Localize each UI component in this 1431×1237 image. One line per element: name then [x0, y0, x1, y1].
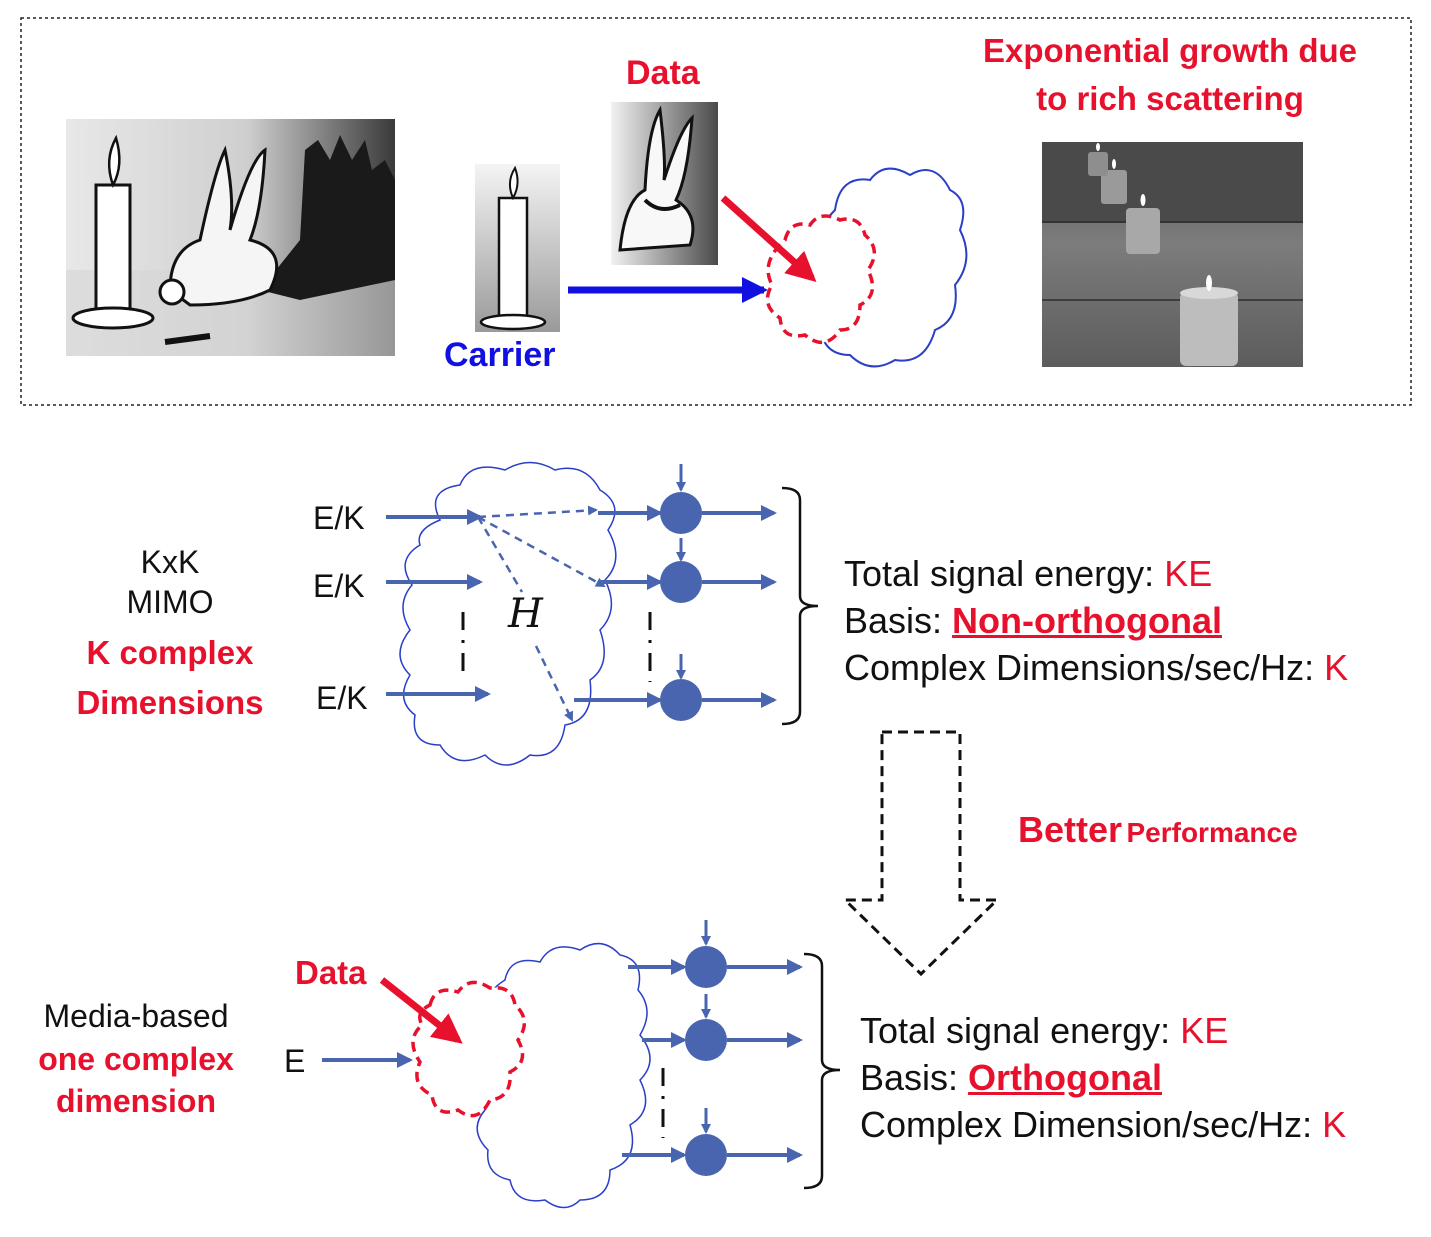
mimo-input-label: E/K [313, 500, 365, 536]
mimo-dims-rate-label: Complex Dimensions/sec/Hz: [844, 647, 1325, 688]
performance-word: Performance [1126, 817, 1298, 848]
media-receiver [628, 920, 803, 988]
media-basis-label: Basis: [860, 1057, 969, 1098]
mimo-dims-rate-line: Complex Dimensions/sec/Hz: K [844, 650, 1348, 686]
media-receiver [622, 1108, 803, 1176]
mimo-input-label: E/K [313, 568, 365, 604]
media-energy-line: Total signal energy: KE [860, 1013, 1228, 1049]
mimo-label-line1: KxK [140, 544, 200, 580]
media-dims-line2: dimension [55, 1083, 216, 1119]
top-panel-border [20, 17, 1412, 406]
rabbit-hand-image [611, 102, 718, 265]
mimo-basis-value: Non-orthogonal [952, 600, 1222, 641]
mimo-basis-line: Basis: Non-orthogonal [844, 603, 1222, 639]
mimo-dims-line2: Dimensions [76, 684, 264, 721]
media-dims-rate-line: Complex Dimension/sec/Hz: K [860, 1107, 1346, 1143]
scatter-caption-line2: to rich scattering [1036, 80, 1304, 117]
media-label-line1: Media-based [43, 998, 229, 1034]
channel-path [476, 516, 524, 593]
media-input-label: E [284, 1043, 306, 1079]
mimo-receiver [598, 464, 777, 534]
media-data-label: Data [295, 954, 367, 991]
better-performance-label: Better Performance [1018, 812, 1298, 848]
mimo-dims-rate-value: K [1324, 647, 1349, 688]
better-word: Better [1018, 809, 1123, 850]
top-data-label: Data [626, 54, 700, 92]
media-energy-label: Total signal energy: [860, 1010, 1181, 1051]
mimo-input-label: E/K [316, 680, 368, 716]
better-performance-arrow [841, 730, 1001, 977]
media-dims-rate-value: K [1322, 1104, 1347, 1145]
scatter-caption-line1: Exponential growth due [982, 32, 1357, 69]
mimo-energy-value: KE [1164, 553, 1213, 594]
carrier-label: Carrier [444, 336, 556, 374]
mimo-receiver [574, 654, 777, 721]
mimo-receiver [598, 538, 777, 603]
data-arrow [720, 195, 817, 283]
mimo-channel-cloud [399, 461, 617, 766]
mimo-energy-label: Total signal energy: [844, 553, 1165, 594]
media-energy-value: KE [1180, 1010, 1229, 1051]
data-cloud [765, 214, 876, 345]
mirrored-candles-image [1042, 142, 1303, 367]
mimo-energy-line: Total signal energy: KE [844, 556, 1212, 592]
candle-and-rabbit-shadow-image [66, 119, 395, 356]
channel-matrix-symbol: H [508, 591, 543, 637]
media-data-arrow [379, 977, 463, 1044]
media-basis-value: Orthogonal [968, 1057, 1163, 1098]
mimo-dims-line1: K complex [86, 634, 254, 671]
media-basis-line: Basis: Orthogonal [860, 1060, 1162, 1096]
media-dims-rate-label: Complex Dimension/sec/Hz: [860, 1104, 1323, 1145]
channel-path [477, 505, 598, 519]
channel-path [477, 515, 606, 588]
mimo-brace [781, 486, 819, 726]
candle-image [475, 164, 560, 332]
mimo-label-line2: MIMO [126, 584, 214, 620]
media-dims-line1: one complex [38, 1041, 234, 1077]
media-brace [803, 952, 841, 1190]
mimo-basis-label: Basis: [844, 600, 953, 641]
media-receiver [642, 994, 803, 1061]
